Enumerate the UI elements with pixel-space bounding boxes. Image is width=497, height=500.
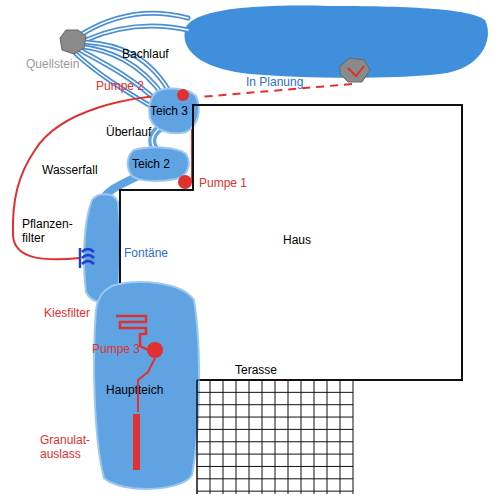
node-label: Teich 2 <box>132 157 170 171</box>
node-label: Hauptteich <box>106 383 163 397</box>
node-label: Teich 3 <box>150 104 188 118</box>
pond-teich-2-outline <box>128 147 189 181</box>
stone-label: Quellstein <box>26 58 79 72</box>
overflow-label: Überlauf <box>106 126 151 140</box>
filter-label: Pflanzen- filter <box>22 218 76 246</box>
terrace: Terasse <box>197 362 355 496</box>
stream-label: Bachlauf <box>122 48 169 62</box>
waterfall-label: Wasserfall <box>42 164 98 178</box>
pond-teich-3-outline <box>149 89 199 134</box>
main-pond-outline <box>94 282 199 489</box>
terrace-shape <box>197 362 355 496</box>
pump-label: Pumpe 2 <box>96 80 144 94</box>
planned-outlet <box>348 66 364 76</box>
pump-label: Pumpe 1 <box>199 177 247 191</box>
planned-stone <box>340 58 370 82</box>
terrace-grid <box>197 380 353 494</box>
outlet-label: Granulat- auslass <box>40 434 96 462</box>
planned-lake <box>184 6 488 78</box>
pond-teich-2: Teich 2 <box>126 146 190 182</box>
node-label: Haus <box>283 233 311 247</box>
pump-label: Pumpe 3 <box>92 343 140 357</box>
fountain-label: Fontäne <box>124 247 168 261</box>
node-label: Terasse <box>235 363 277 377</box>
main-pond: Hauptteich <box>92 280 200 494</box>
planning-label: In Planung <box>246 76 303 90</box>
gravel-filter-label: Kiesfilter <box>44 307 90 321</box>
plant-filter-symbol <box>80 248 94 268</box>
source-stone <box>60 30 86 54</box>
